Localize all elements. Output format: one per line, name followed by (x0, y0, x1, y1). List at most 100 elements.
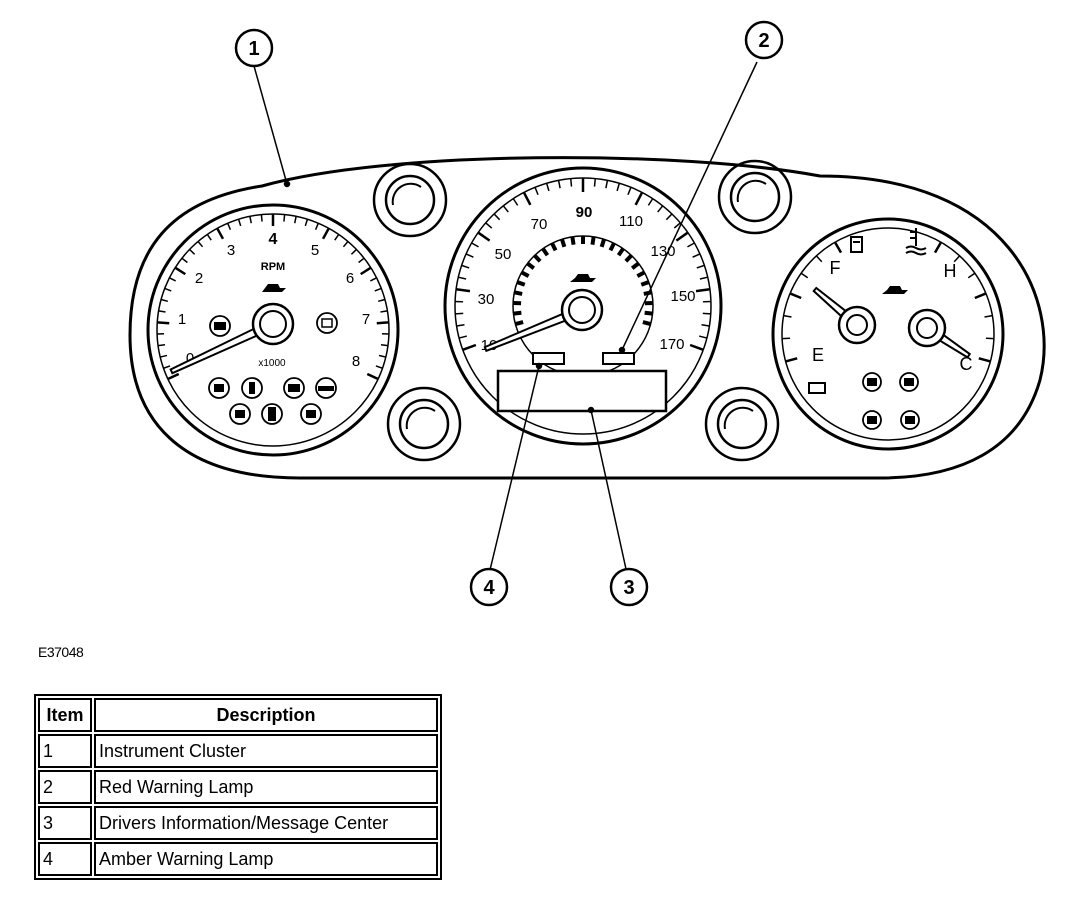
tachometer: 0 1 2 3 4 5 6 7 8 RPM x1000 (146, 203, 400, 457)
legend-row: 4 Amber Warning Lamp (38, 842, 438, 876)
legend-item-description: Red Warning Lamp (94, 770, 438, 804)
tach-label-4: 4 (269, 231, 278, 248)
dsc-warning-icon (900, 410, 920, 430)
minor-tick (342, 240, 349, 248)
vent-bottom-left (386, 386, 462, 462)
minor-tick (304, 218, 309, 227)
instrument-cluster-diagram: 0 1 2 3 4 5 6 7 8 RPM x1000 (128, 20, 1046, 607)
legend-item-number: 3 (38, 806, 92, 840)
speed-label-50: 50 (495, 246, 512, 263)
legend-item-description: Amber Warning Lamp (94, 842, 438, 876)
major-tick (695, 288, 711, 293)
major-tick (642, 320, 652, 327)
major-tick (624, 254, 633, 263)
minor-tick (699, 276, 708, 280)
coolant-warning-icon (241, 377, 263, 399)
coolant-temperature-icon (905, 228, 927, 256)
red-warning-lamp (602, 352, 635, 365)
minor-tick (485, 222, 493, 229)
callout-4: 4 (483, 577, 495, 599)
headlamp-icon (862, 372, 882, 392)
major-tick (376, 321, 389, 325)
major-tick (522, 191, 532, 206)
temp-hub-inner (916, 317, 938, 339)
minor-tick (512, 198, 519, 206)
minor-tick (157, 343, 166, 347)
speedometer-inner-ticks (512, 236, 654, 327)
minor-tick (160, 298, 169, 303)
minor-tick (461, 264, 470, 269)
major-tick (513, 290, 523, 296)
speed-label-110: 110 (619, 213, 643, 230)
speed-label-90: 90 (576, 204, 593, 221)
minor-tick (545, 183, 550, 192)
figure-reference-code: E37048 (38, 644, 84, 660)
speed-label-130: 130 (650, 243, 675, 260)
callout-2-circle (744, 20, 784, 60)
major-tick (570, 236, 576, 246)
leader-line-1 (253, 65, 288, 185)
brake-warning-icon (229, 403, 251, 425)
minor-tick (369, 277, 377, 282)
major-tick (630, 261, 640, 270)
minor-tick (237, 218, 242, 227)
tach-label-5: 5 (311, 242, 319, 259)
minor-tick (783, 314, 792, 318)
minor-tick (647, 198, 654, 206)
fuel-hub-inner (846, 314, 868, 336)
engine-icon (262, 284, 286, 292)
leader-line-2 (621, 61, 758, 351)
major-tick (634, 191, 644, 206)
legend-row: 3 Drivers Information/Message Center (38, 806, 438, 840)
major-tick (608, 242, 616, 252)
temp-hot-label: H (944, 261, 957, 281)
major-tick (675, 231, 689, 242)
major-tick (533, 254, 542, 263)
speedometer: 10 30 50 70 90 110 130 150 170 (443, 166, 723, 446)
check-engine-icon (316, 312, 338, 334)
speedometer-outer-ring (443, 166, 723, 446)
parking-brake-icon (300, 403, 322, 425)
major-tick (174, 266, 186, 276)
legend-item-number: 2 (38, 770, 92, 804)
legend-item-description: Instrument Cluster (94, 734, 438, 768)
minor-tick (197, 240, 204, 248)
legend-header-description: Description (94, 698, 438, 732)
minor-tick (260, 214, 263, 222)
tach-label-7: 7 (362, 311, 370, 328)
minor-tick (627, 187, 632, 196)
minor-tick (283, 214, 286, 222)
speed-label-30: 30 (478, 291, 495, 308)
minor-tick (569, 178, 573, 187)
minor-tick (378, 354, 386, 358)
minor-tick (557, 180, 561, 189)
minor-tick (687, 242, 695, 248)
legend-row: 2 Red Warning Lamp (38, 770, 438, 804)
tach-label-0: 0 (186, 350, 194, 367)
minor-tick (616, 183, 621, 192)
vent-top-left (372, 162, 448, 238)
tach-label-8: 8 (352, 353, 360, 370)
callout-3-circle (609, 567, 649, 607)
minor-tick (458, 276, 467, 280)
minor-tick (350, 248, 357, 255)
major-tick (216, 227, 225, 240)
callout-2: 2 (758, 30, 769, 52)
minor-tick (163, 365, 171, 369)
seatbelt-warning-icon (208, 377, 230, 399)
fuel-empty-label: E (812, 345, 824, 365)
tach-label-6: 6 (346, 270, 354, 287)
temperature-gauge-ticks (933, 241, 994, 363)
minor-tick (984, 314, 993, 318)
fog-lamp-icon (899, 372, 919, 392)
minor-tick (471, 242, 479, 248)
legend-item-description: Drivers Information/Message Center (94, 806, 438, 840)
speedometer-hub-inner (568, 296, 596, 324)
callout-3: 3 (623, 577, 634, 599)
major-tick (789, 292, 802, 300)
minor-tick (181, 257, 188, 264)
minor-tick (696, 264, 705, 269)
major-tick (978, 357, 991, 363)
fuel-gauge-ticks (782, 241, 843, 363)
minor-tick (249, 216, 253, 224)
